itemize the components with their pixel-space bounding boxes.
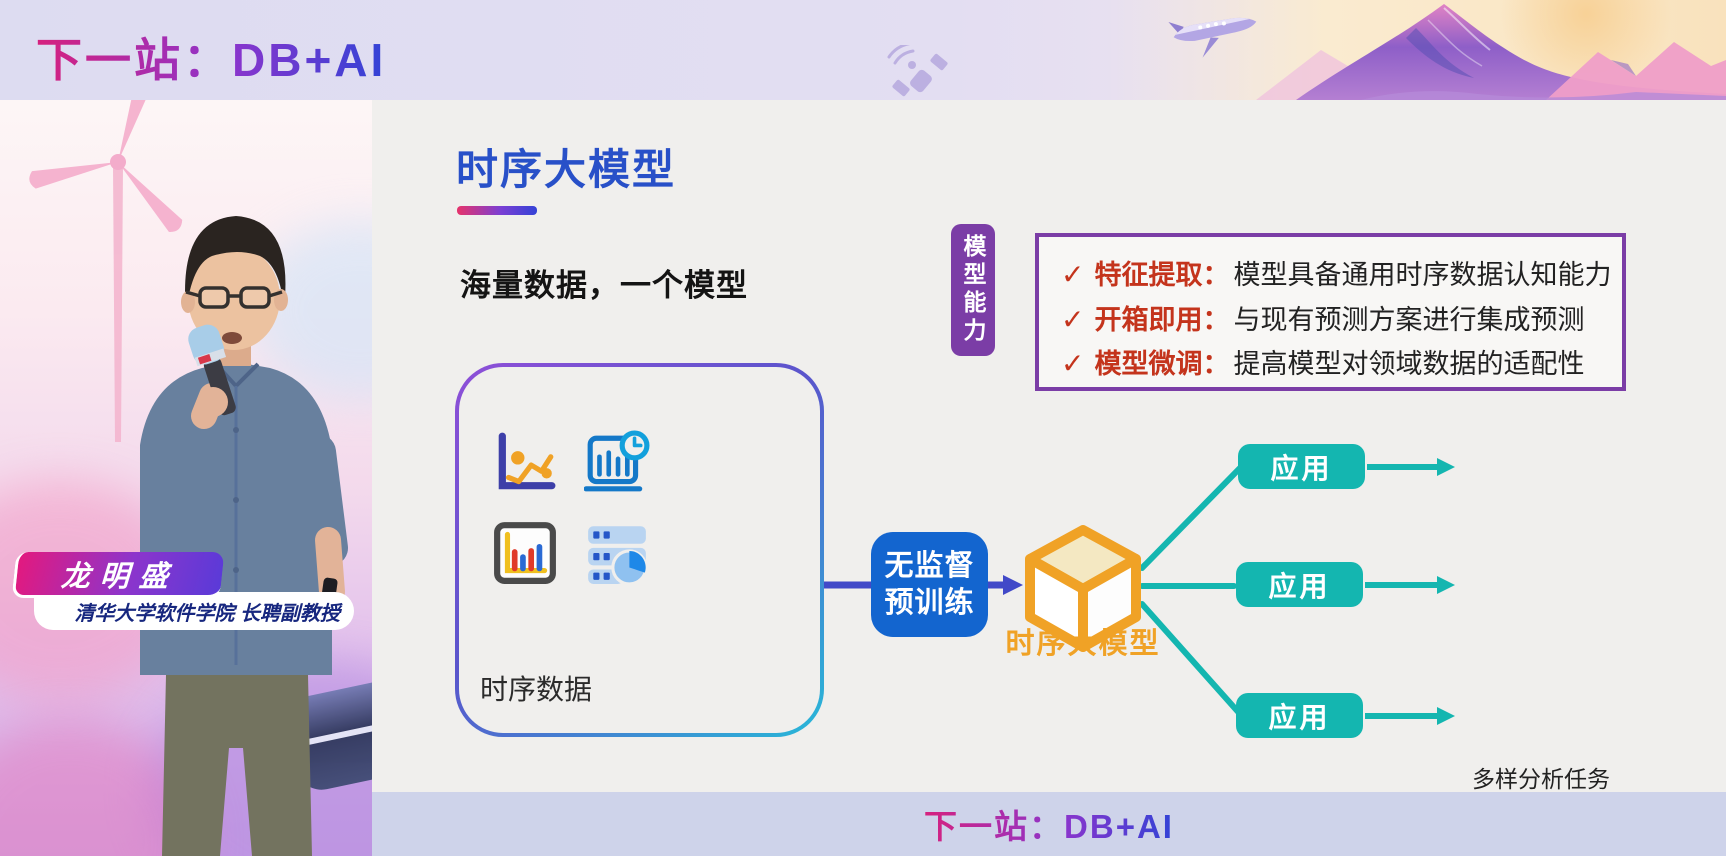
capability-tab-label: 模型能力 bbox=[960, 234, 986, 346]
capability-box: ✓ 特征提取： 模型具备通用时序数据认知能力 ✓ 开箱即用： 与现有预测方案进行… bbox=[1035, 233, 1626, 391]
capability-row: ✓ 特征提取： 模型具备通用时序数据认知能力 bbox=[1061, 253, 1622, 292]
fanout-lines bbox=[1139, 465, 1243, 717]
application-box: 应用 bbox=[1238, 444, 1365, 489]
model-cube-icon bbox=[1025, 525, 1141, 652]
pretrain-line1: 无监督 bbox=[884, 550, 975, 583]
application-label: 应用 bbox=[1268, 701, 1331, 733]
title-underline bbox=[457, 206, 537, 215]
capability-label: 模型微调： bbox=[1094, 349, 1230, 380]
pretrain-box: 无监督 预训练 bbox=[871, 532, 988, 637]
data-type-icons bbox=[492, 430, 667, 600]
speaker-name-badge: 龙明盛 bbox=[11, 552, 225, 598]
speaker-video-panel: 龙明盛 清华大学软件学院 长聘副教授 bbox=[0, 100, 372, 856]
speaker-figure bbox=[140, 216, 348, 856]
capability-label: 开箱即用： bbox=[1094, 304, 1230, 335]
check-icon: ✓ bbox=[1061, 348, 1085, 380]
model-label: 时序大模型 bbox=[1005, 628, 1161, 660]
output-arrows bbox=[1365, 458, 1455, 725]
tasks-label: 多样分析任务 bbox=[1472, 766, 1610, 792]
pretrain-line2: 预训练 bbox=[884, 586, 975, 619]
line-chart-icon bbox=[498, 432, 556, 490]
application-label: 应用 bbox=[1270, 452, 1333, 484]
slide-subtitle: 海量数据，一个模型 bbox=[460, 268, 748, 303]
capability-text: 模型具备通用时序数据认知能力 bbox=[1233, 259, 1612, 290]
slide-area: 时序大模型 海量数据，一个模型 模型能力 ✓ 特征提取： 模型具备通用时序数据认… bbox=[372, 100, 1726, 793]
header-title: 下一站：DB+AI bbox=[36, 24, 386, 90]
check-icon: ✓ bbox=[1061, 258, 1085, 290]
footer-title: 下一站：DB+AI bbox=[924, 800, 1174, 848]
satellite-icon bbox=[887, 45, 948, 97]
wind-turbine-icon bbox=[29, 100, 183, 442]
footer-bar: 下一站：DB+AI bbox=[372, 792, 1726, 856]
speaker-affiliation: 清华大学软件学院 长聘副教授 bbox=[74, 602, 340, 625]
check-icon: ✓ bbox=[1061, 303, 1085, 335]
slide-title: 时序大模型 bbox=[456, 146, 677, 193]
application-label: 应用 bbox=[1268, 570, 1331, 602]
framed-bar-chart-icon bbox=[494, 522, 556, 584]
speaker-affiliation-bar: 清华大学软件学院 长聘副教授 bbox=[34, 592, 354, 630]
application-box: 应用 bbox=[1236, 562, 1363, 607]
bar-chart-clock-icon bbox=[584, 430, 650, 492]
server-pie-icon bbox=[588, 526, 648, 586]
capability-tab: 模型能力 bbox=[951, 224, 995, 356]
capability-row: ✓ 开箱即用： 与现有预测方案进行集成预测 bbox=[1061, 298, 1622, 337]
capability-text: 与现有预测方案进行集成预测 bbox=[1233, 304, 1585, 335]
header-mountains-art bbox=[1106, 0, 1726, 100]
capability-row: ✓ 模型微调： 提高模型对领域数据的适配性 bbox=[1061, 342, 1622, 381]
capability-text: 提高模型对领域数据的适配性 bbox=[1233, 349, 1585, 380]
plane-icon bbox=[1168, 17, 1257, 58]
application-box: 应用 bbox=[1236, 693, 1363, 738]
speaker-name: 龙明盛 bbox=[60, 560, 179, 593]
header-banner: 下一站：DB+AI bbox=[0, 0, 1726, 100]
capability-label: 特征提取： bbox=[1094, 259, 1230, 290]
time-series-data-label: 时序数据 bbox=[480, 674, 593, 705]
